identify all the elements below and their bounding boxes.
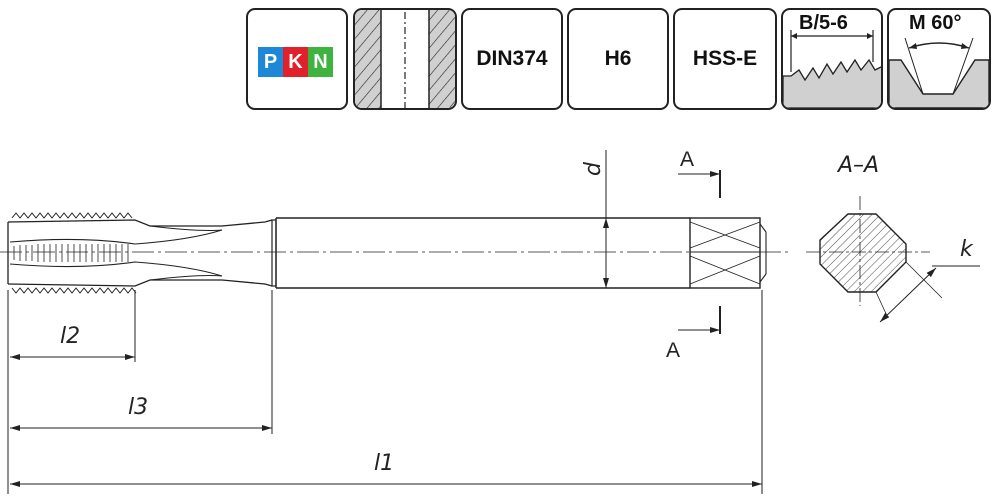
material-group-tile: P K N <box>246 8 348 110</box>
through-hole-icon <box>355 10 455 108</box>
section-view <box>806 196 980 323</box>
l1-label: l1 <box>374 451 394 476</box>
tolerance-tile: H6 <box>567 8 669 110</box>
chamfer-form: B/5-6 <box>799 12 848 34</box>
tap-technical-drawing: d A A A–A k l2 l3 l1 <box>0 148 980 494</box>
thread-profile-tile: M 60° <box>887 8 991 110</box>
tap-body <box>0 212 790 294</box>
thread-angle-icon <box>889 37 989 108</box>
section-a-top-label: A <box>680 148 694 171</box>
chamfer-thread-icon <box>783 30 881 108</box>
property-icons-row: P K N DIN374 H6 HSS-E B/5-6 <box>0 0 1000 118</box>
pkn-p: P <box>258 47 283 77</box>
tool-material: HSS-E <box>692 47 758 70</box>
l3-label: l3 <box>128 395 148 420</box>
length-dimensions <box>7 290 763 494</box>
l2-label: l2 <box>60 324 80 349</box>
section-cut-marks <box>678 170 721 334</box>
thread-profile: M 60° <box>909 12 962 34</box>
section-a-bottom-label: A <box>666 339 680 362</box>
pkn-k: K <box>283 47 308 77</box>
material-tile: HSS-E <box>673 8 777 110</box>
k-label: k <box>960 237 974 262</box>
d-label: d <box>581 161 606 176</box>
pkn-badge: P K N <box>258 47 333 77</box>
tolerance-class: H6 <box>604 47 632 70</box>
din-tile: DIN374 <box>461 8 563 110</box>
through-hole-tile <box>353 8 457 110</box>
pkn-n: N <box>308 47 333 77</box>
din-standard: DIN374 <box>476 47 548 70</box>
section-title: A–A <box>836 153 879 178</box>
chamfer-tile: B/5-6 <box>781 8 883 110</box>
